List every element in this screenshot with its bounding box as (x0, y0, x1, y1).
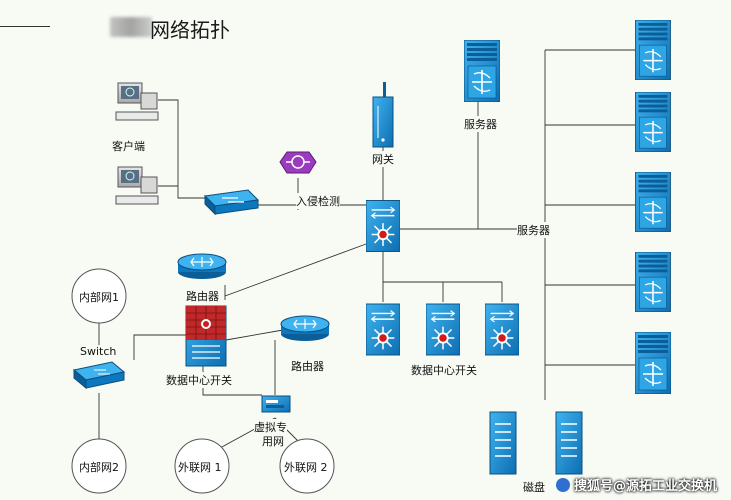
gateway-label: 网关 (372, 151, 394, 167)
client-pc-1[interactable] (115, 82, 159, 121)
dc-switch-a[interactable] (366, 303, 400, 356)
server-top[interactable] (464, 40, 500, 102)
sohu-logo-icon (555, 478, 570, 492)
dc-switch-c[interactable] (485, 303, 519, 356)
router-2-label: 路由器 (291, 358, 324, 374)
server-rack-4[interactable] (635, 252, 671, 312)
dc-switch-b[interactable] (426, 303, 460, 356)
dc-switch-firewall[interactable] (185, 305, 227, 367)
server-top-label: 服务器 (464, 116, 497, 132)
page-title: 网络拓扑 (150, 18, 230, 42)
router-1[interactable] (177, 253, 227, 279)
ids-label: 入侵检测 (296, 193, 340, 209)
intranet-2-label: 内部网2 (79, 461, 119, 474)
extranet-2-label: 外联网 2 (284, 461, 328, 474)
gateway-firewall[interactable] (372, 82, 394, 148)
server-rack-5[interactable] (635, 332, 671, 394)
intranet-1-node[interactable] (71, 268, 127, 324)
server-rack-3[interactable] (635, 172, 671, 232)
vpn-label-line2: 用网 (262, 433, 284, 449)
header-rule (0, 26, 50, 27)
lan-switch[interactable] (203, 189, 260, 216)
client-pc-2[interactable] (115, 166, 159, 205)
watermark: 搜狐号@源拓工业交换机 (555, 475, 717, 494)
disk-storage-1[interactable] (489, 411, 517, 475)
router-1-label: 路由器 (186, 288, 219, 304)
switch-small[interactable] (72, 361, 126, 390)
switch-label: Switch (80, 345, 117, 358)
vpn-device[interactable] (261, 395, 291, 413)
intranet-1-label: 内部网1 (79, 291, 119, 304)
disk-storage-2[interactable] (555, 411, 583, 475)
server-rack-2[interactable] (635, 92, 671, 152)
disk-label: 磁盘 (523, 481, 545, 494)
title-blurred-prefix (110, 17, 152, 37)
router-2[interactable] (280, 315, 330, 341)
vpn-label-line1: 虚拟专 (254, 419, 287, 435)
extranet-1-label: 外联网 1 (178, 461, 222, 474)
intranet-2-node[interactable] (71, 438, 127, 494)
ids-sensor-icon[interactable] (279, 151, 317, 174)
extranet-2-node[interactable] (279, 438, 335, 494)
extranet-1-node[interactable] (174, 438, 230, 494)
dc-switch-group-label: 数据中心开关 (411, 362, 477, 378)
server-rack-1[interactable] (635, 20, 671, 80)
watermark-text: 搜狐号@源拓工业交换机 (573, 479, 717, 494)
core-switch[interactable] (366, 200, 400, 252)
dc-switch-left-label: 数据中心开关 (166, 372, 232, 388)
client-label: 客户端 (112, 138, 145, 154)
server-right-label: 服务器 (517, 222, 550, 238)
